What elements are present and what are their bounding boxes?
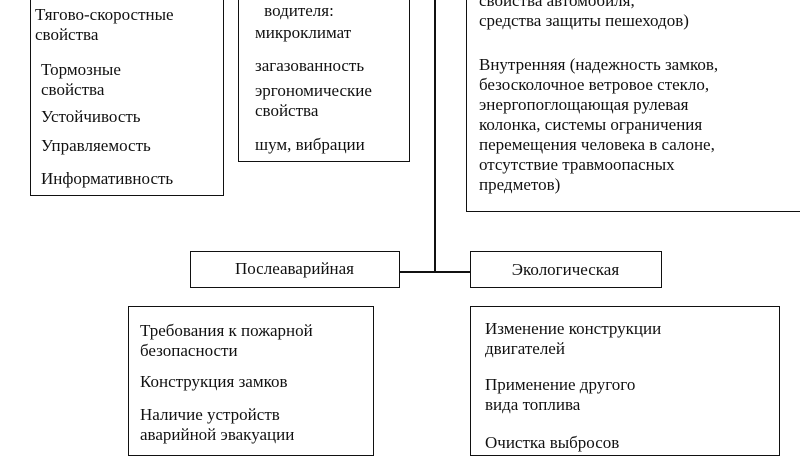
driver-item-ergonomics: эргономические свойства bbox=[255, 81, 372, 120]
ecological-items-box: Изменение конструкции двигателей Примене… bbox=[470, 306, 780, 456]
passive-internal-text: Внутренняя (надежность замков, безосколо… bbox=[479, 55, 719, 194]
post-item-fire-safety: Требования к пожарной безопасности bbox=[140, 321, 313, 360]
active-safety-box: Тягово-скоростные свойства Тормозные сво… bbox=[30, 0, 224, 196]
eco-item-engine-design: Изменение конструкции двигателей bbox=[485, 319, 662, 358]
post-accident-label-box: Послеаварийная bbox=[190, 251, 400, 288]
eco-item-fuel: Применение другого вида топлива bbox=[485, 375, 636, 414]
active-item-handling: Управляемость bbox=[41, 136, 151, 155]
post-item-evacuation: Наличие устройств аварийной эвакуации bbox=[140, 405, 295, 444]
active-item-braking: Тормозные свойства bbox=[41, 60, 121, 99]
driver-item-microclimate: микроклимат bbox=[255, 23, 352, 42]
driver-conditions-box: водителя: микроклимат загазованность эрг… bbox=[238, 0, 410, 162]
eco-item-emissions: Очистка выбросов bbox=[485, 433, 620, 452]
post-accident-items-box: Требования к пожарной безопасности Конст… bbox=[128, 306, 374, 456]
active-item-traction: Тягово-скоростные свойства bbox=[35, 5, 174, 44]
passive-safety-box: свойства автомобиля, средства защиты пеш… bbox=[466, 0, 800, 212]
driver-item-noise: шум, вибрации bbox=[255, 135, 365, 154]
post-accident-label: Послеаварийная bbox=[234, 259, 355, 278]
active-item-stability: Устойчивость bbox=[41, 107, 141, 126]
ecological-label: Экологическая bbox=[511, 260, 620, 279]
connector-horizontal bbox=[400, 271, 470, 273]
passive-external-tail: свойства автомобиля, средства защиты пеш… bbox=[479, 0, 689, 30]
connector-trunk-vertical bbox=[434, 0, 436, 272]
driver-heading: водителя: bbox=[264, 1, 334, 20]
driver-item-gas-pollution: загазованность bbox=[255, 56, 365, 75]
ecological-label-box: Экологическая bbox=[470, 251, 662, 288]
post-item-locks: Конструкция замков bbox=[140, 372, 288, 391]
active-item-informativeness: Информативность bbox=[41, 169, 174, 188]
